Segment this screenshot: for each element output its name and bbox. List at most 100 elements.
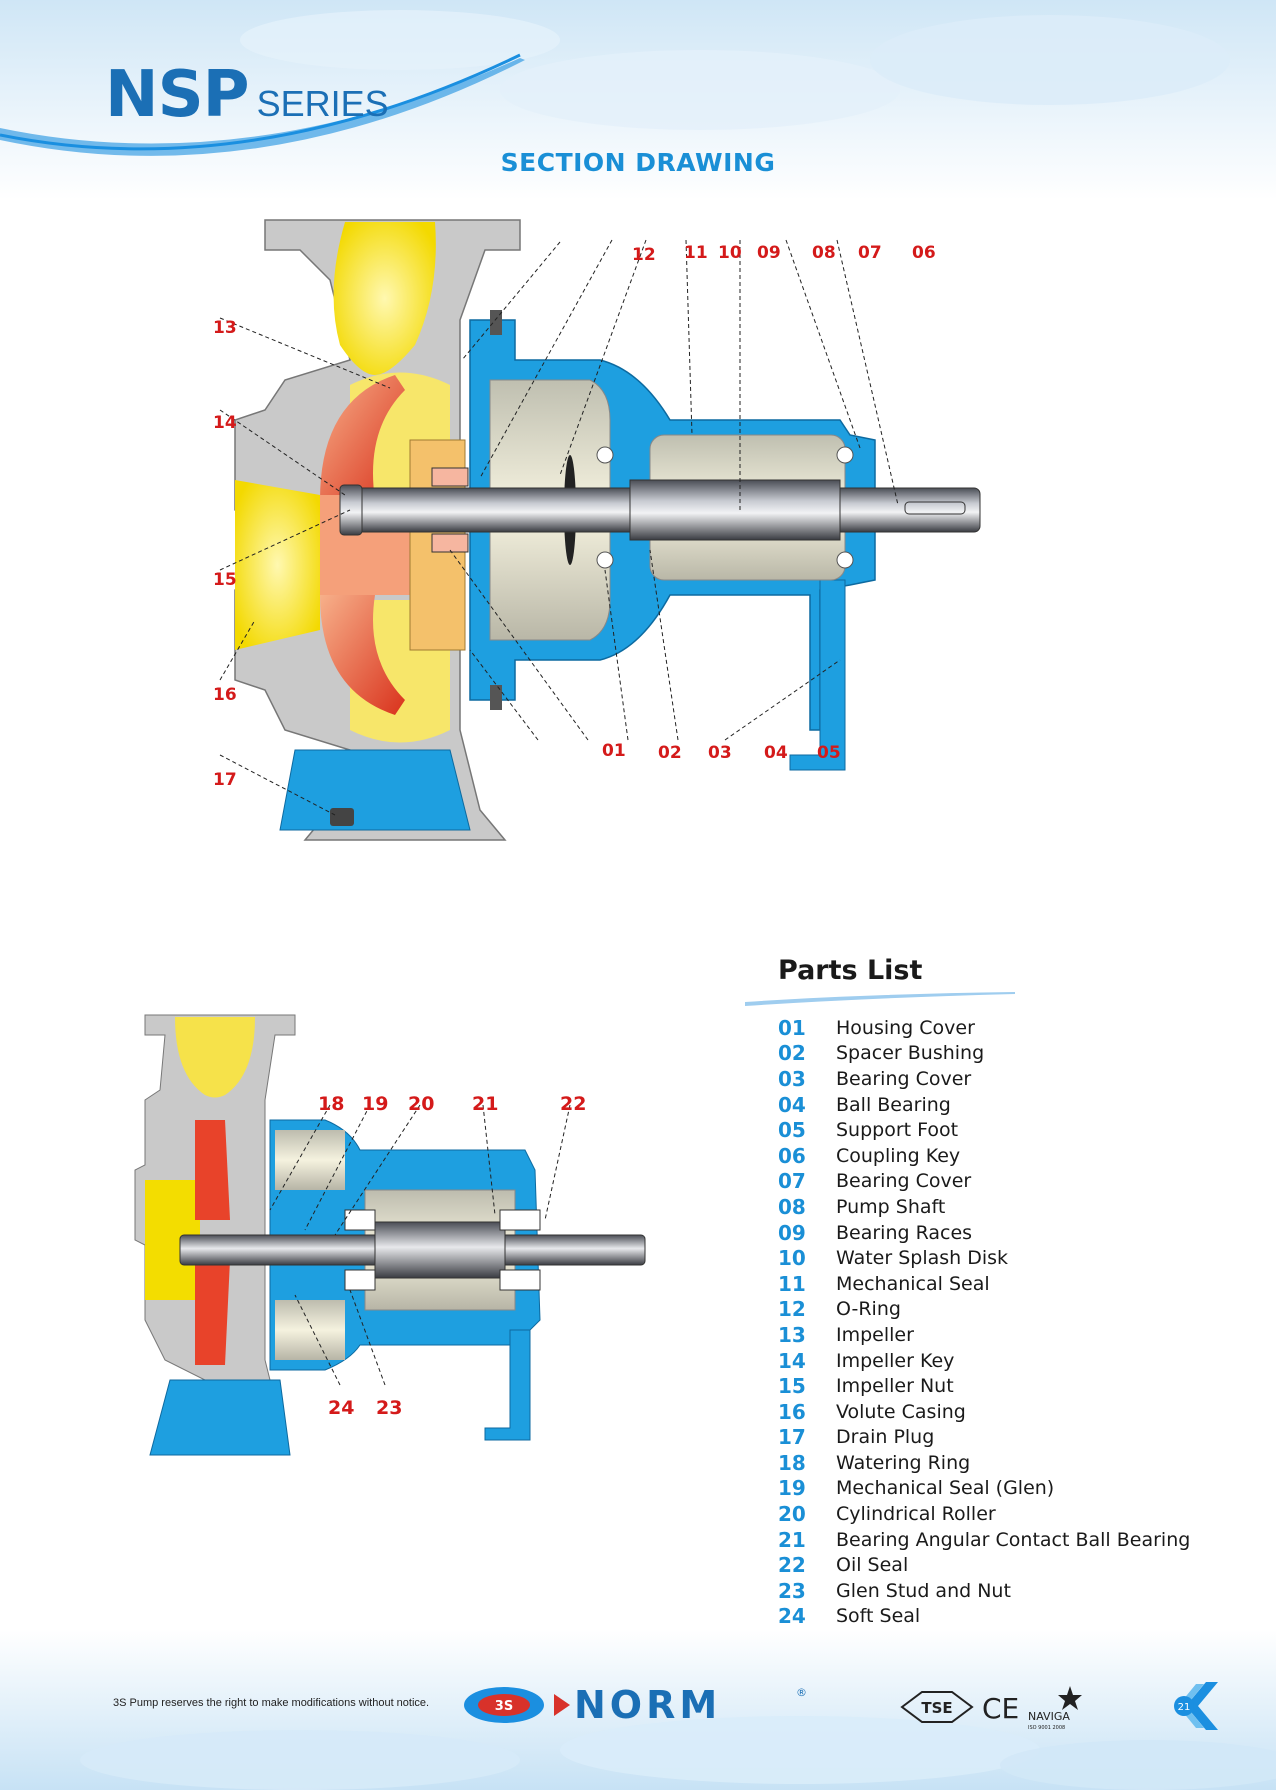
callout-24: 24 — [328, 1397, 354, 1419]
roller-bearing-2-bottom — [344, 1269, 376, 1291]
part-name: Spacer Bushing — [836, 1042, 985, 1065]
list-item: 18 Watering Ring — [778, 1450, 1190, 1476]
part-number: 03 — [778, 1066, 806, 1091]
callout-16: 16 — [213, 685, 237, 705]
callout-22: 22 — [560, 1093, 586, 1115]
callout-12: 12 — [632, 245, 656, 265]
parts-list-title: Parts List — [778, 955, 923, 986]
part-name: Soft Seal — [836, 1605, 921, 1628]
support-foot — [789, 579, 846, 771]
part-number: 15 — [778, 1374, 806, 1399]
callout-03: 03 — [708, 743, 732, 763]
bolt-bottom — [490, 685, 502, 710]
coupling-key — [904, 501, 966, 515]
casing-foot — [279, 749, 471, 831]
part-name: Impeller — [836, 1323, 914, 1346]
roller-bearing-2-top — [344, 1209, 376, 1231]
logo-registered: ® — [796, 1686, 807, 1699]
callout-13: 13 — [213, 318, 237, 338]
iso-label: ISO 9001 2008 — [1028, 1725, 1065, 1731]
callout-05: 05 — [817, 743, 841, 763]
part-number: 12 — [778, 1297, 806, 1322]
norm-logo: 3S NORM ® — [464, 1683, 807, 1727]
page-number-badge: 21 — [1174, 1682, 1218, 1730]
callout-23: 23 — [376, 1397, 402, 1419]
part-name: Impeller Nut — [836, 1375, 954, 1398]
part-number: 17 — [778, 1425, 806, 1450]
part-name: Volute Casing — [836, 1400, 966, 1423]
part-name: Watering Ring — [836, 1451, 971, 1474]
callout-06: 06 — [912, 243, 936, 263]
part-name: Ball Bearing — [836, 1093, 951, 1116]
callout-19: 19 — [362, 1093, 388, 1115]
discharge-fluid — [333, 222, 436, 375]
impeller-lower-2 — [195, 1260, 230, 1365]
drain-plug-shape — [330, 808, 354, 826]
part-name: Mechanical Seal (Glen) — [836, 1477, 1055, 1500]
naviga-star-icon — [1058, 1686, 1082, 1710]
foot-2 — [484, 1329, 531, 1441]
callout-15: 15 — [213, 570, 237, 590]
callout-02: 02 — [658, 743, 682, 763]
ball-bearing-right-bottom — [836, 551, 854, 569]
part-name: Impeller Key — [836, 1349, 955, 1372]
mechanical-seal-lower — [431, 533, 469, 553]
callout-07: 07 — [858, 243, 882, 263]
shaft-thick-section — [629, 479, 841, 541]
part-number: 09 — [778, 1220, 806, 1245]
list-item: 10 Water Splash Disk — [778, 1245, 1190, 1271]
ce-mark: CE — [982, 1692, 1019, 1725]
shaft-thick-2 — [374, 1221, 506, 1279]
list-item: 15 Impeller Nut — [778, 1373, 1190, 1399]
cavity-2-lower — [275, 1300, 345, 1360]
angular-bearing-2-bottom — [499, 1269, 541, 1291]
tse-logo-shape — [900, 1691, 974, 1723]
part-name: Glen Stud and Nut — [836, 1579, 1011, 1602]
part-number: 23 — [778, 1578, 806, 1603]
callout-08: 08 — [812, 243, 836, 263]
part-name: Support Foot — [836, 1119, 959, 1142]
ball-bearing-left-top — [596, 446, 614, 464]
part-number: 11 — [778, 1271, 806, 1296]
angular-bearing-2-top — [499, 1209, 541, 1231]
part-name: Water Splash Disk — [836, 1247, 1009, 1270]
parts-list-underline — [745, 992, 1015, 1006]
part-number: 10 — [778, 1246, 806, 1271]
casing-foot-2 — [149, 1379, 291, 1456]
part-name: Mechanical Seal — [836, 1272, 990, 1295]
list-item: 23 Glen Stud and Nut — [778, 1578, 1190, 1604]
series-label: SERIES — [256, 83, 389, 124]
part-name: Coupling Key — [836, 1144, 961, 1167]
discharge-fluid-2 — [175, 1017, 255, 1098]
impeller-nut — [339, 484, 363, 536]
part-name: Pump Shaft — [836, 1195, 946, 1218]
part-name: O-Ring — [836, 1298, 901, 1321]
part-number: 18 — [778, 1450, 806, 1475]
callout-20: 20 — [408, 1093, 434, 1115]
callout-10: 10 — [718, 243, 742, 263]
water-background-top — [0, 0, 1276, 200]
list-item: 12 O-Ring — [778, 1297, 1190, 1323]
callout-14: 14 — [213, 413, 237, 433]
logo-text: NORM — [574, 1683, 721, 1727]
part-name: Bearing Angular Contact Ball Bearing — [836, 1528, 1191, 1551]
ball-bearing-right-top — [836, 446, 854, 464]
bolt-top — [490, 310, 502, 335]
part-name: Housing Cover — [836, 1016, 975, 1039]
impeller-upper — [320, 375, 405, 500]
water-background-bottom — [0, 1630, 1276, 1790]
part-number: 16 — [778, 1399, 806, 1424]
